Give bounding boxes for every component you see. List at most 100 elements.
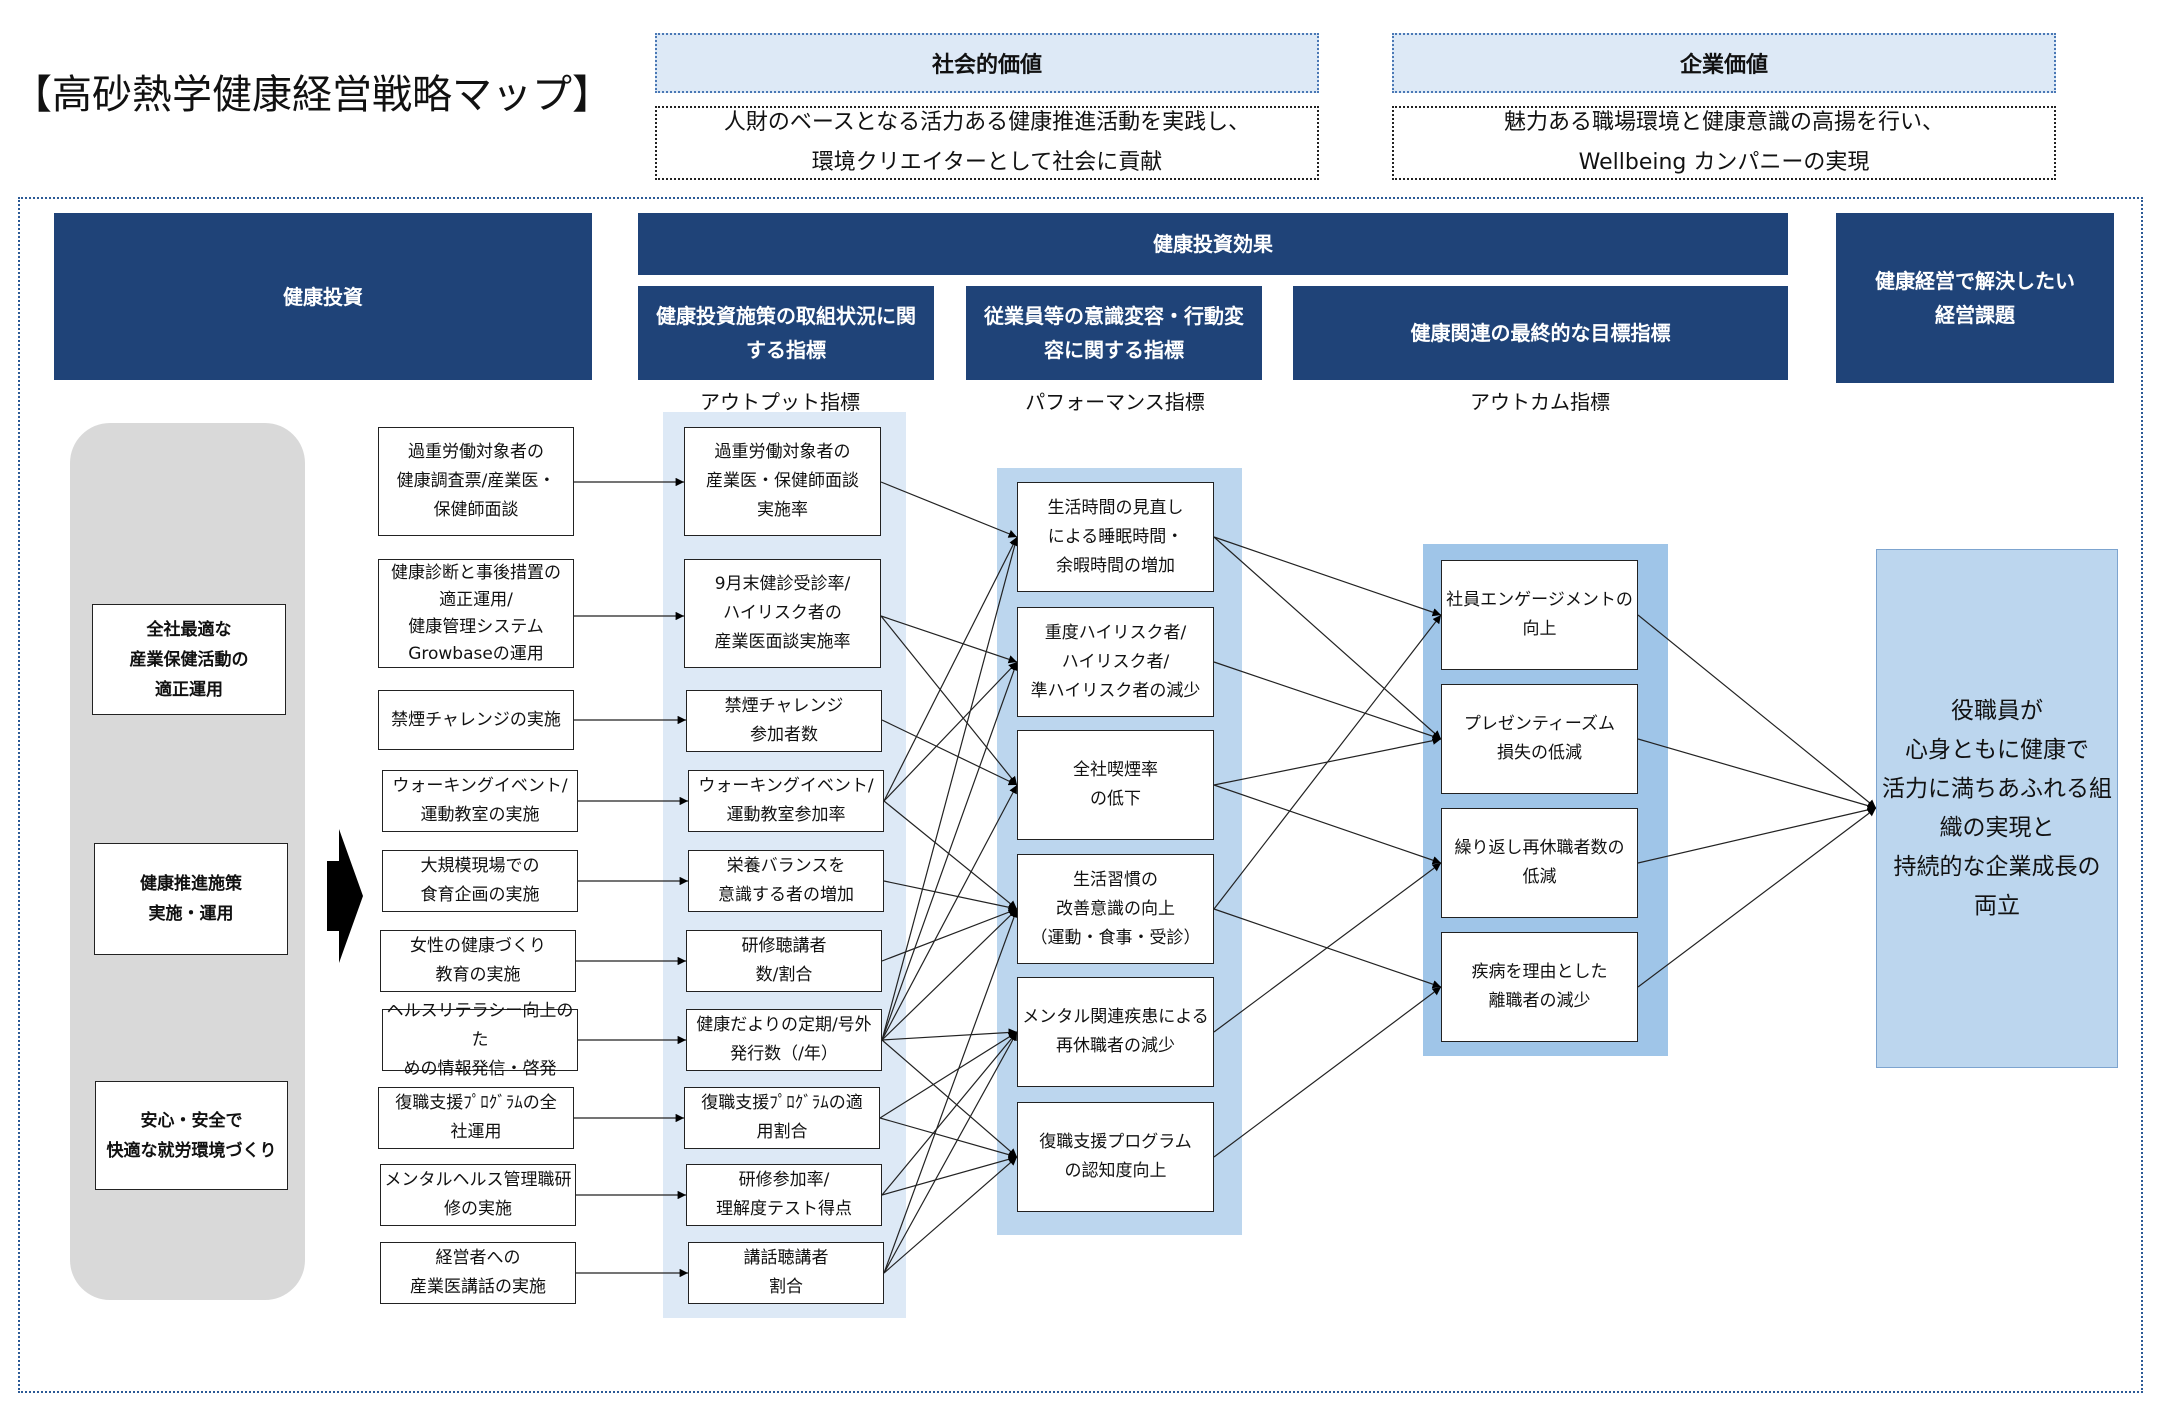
box-line: 割合 [769,1277,803,1297]
social-value-body: 人財のベースとなる活力ある健康推進活動を実践し、 環境クリエイターとして社会に貢… [655,106,1319,180]
connector-line [881,784,1018,1041]
page-title: 【高砂熱学健康経営戦略マップ】 [12,72,612,118]
goal-line: 持続的な企業成長の [1893,853,2101,880]
connector-line [881,1031,1018,1196]
box-line: による睡眠時間・ [1047,526,1184,547]
policy-box-occupational-health: 全社最適な 産業保健活動の 適正運用 [92,604,286,715]
box-line: プレゼンティーズム [1463,714,1616,734]
connector-line [883,908,1019,1274]
initiative-box: 禁煙チャレンジの実施 [378,690,574,750]
box-line: 教育の実施 [435,965,521,985]
connector-line [881,1039,1018,1158]
policy-line: 産業保健活動の [129,649,249,670]
connector-line [883,880,1018,912]
connector-line [1213,862,1442,1033]
corporate-value-label: 企業価値 [1679,53,1768,78]
policy-line: 実施・運用 [148,904,234,924]
box-line: 禁煙チャレンジ [724,696,844,716]
corporate-value-line: 魅力ある職場環境と健康意識の高揚を行い、 [1503,110,1944,135]
output-metric-box: 栄養バランスを意識する者の増加 [688,850,884,912]
connector-line [881,661,1019,1041]
header-output-metrics: 健康投資施策の取組状況に関 する指標 [638,286,934,380]
box-line: 健康診断と事後措置の [391,562,561,583]
goal-line: 心身ともに健康で [1905,736,2089,763]
output-metric-box: 研修聴講者数/割合 [686,930,882,992]
box-line: 運動教室の実施 [420,805,540,825]
header-line: 従業員等の意識変容・行動変 [984,304,1244,328]
box-line: メンタルヘルス管理職研 [384,1170,572,1190]
header-label: 健康投資 [283,284,363,309]
box-line: 疾病を理由とした [1471,962,1608,982]
box-line: 研修聴講者 [741,936,827,956]
box-line: 講話聴講者 [743,1248,829,1268]
policy-line: 快適な就労環境づくり [106,1140,277,1161]
outcome-metric-box: 社員エンゲージメントの向上 [1441,560,1638,670]
initiative-box: 女性の健康づくり教育の実施 [380,930,576,992]
corporate-value-line: Wellbeing カンパニーの実現 [1578,150,1870,175]
box-line: 用割合 [756,1122,808,1142]
box-line: 過重労働対象者の [714,442,851,462]
header-management-issue: 健康経営で解決したい 経営課題 [1836,213,2114,383]
connector-line [879,1117,1018,1159]
box-line: 経営者への [435,1248,521,1268]
outcome-metric-box: 疾病を理由とした離職者の減少 [1441,932,1638,1042]
box-line: 重度ハイリスク者/ [1044,622,1187,643]
box-line: 意識する者の増加 [718,885,854,905]
performance-metric-box: 全社喫煙率の低下 [1017,730,1214,840]
box-line: 食育企画の実施 [420,885,540,905]
box-line: メンタル関連疾患による [1022,1007,1209,1027]
initiative-box: 経営者への産業医講話の実施 [380,1242,576,1304]
flow-arrow-icon [327,829,363,963]
final-goal-box: 役職員が 心身ともに健康で 活力に満ちあふれる組 織の実現と 持続的な企業成長の… [1876,549,2118,1068]
social-value-line: 環境クリエイターとして社会に貢献 [811,150,1163,175]
goal-line: 織の実現と [1939,814,2055,841]
output-metric-box: 過重労働対象者の産業医・保健師面談実施率 [684,427,881,536]
box-line: めの情報発信・啓発 [403,1058,557,1079]
box-line: 数/割合 [755,965,813,985]
box-line: 理解度テスト得点 [716,1199,852,1219]
box-line: 社運用 [450,1122,502,1142]
outcome-metric-box: 繰り返し再休職者数の低減 [1441,808,1638,918]
box-line: 余暇時間の増加 [1056,555,1175,576]
connector-line [881,536,1019,1041]
header-line: 経営課題 [1935,303,2015,327]
outcome-metric-box: プレゼンティーズム損失の低減 [1441,684,1638,794]
box-line: ハイリスク者/ [1061,651,1170,672]
box-line: （運動・食事・受診） [1030,927,1201,948]
connector-line [880,615,1018,786]
box-line: 禁煙チャレンジの実施 [391,709,561,730]
box-line: 改善意識の向上 [1056,898,1175,919]
connector-line [880,481,1018,538]
connector-line [883,536,1018,802]
corporate-value-header: 企業価値 [1392,33,2056,93]
initiative-box: 大規模現場での食育企画の実施 [382,850,578,912]
box-line: 復職支援ﾌﾟﾛｸﾞﾗﾑの全 [395,1093,557,1113]
header-performance-metrics: 従業員等の意識変容・行動変 容に関する指標 [966,286,1262,380]
header-label: 健康投資効果 [1153,232,1273,256]
connector-line [881,1155,1018,1196]
initiative-box: 過重労働対象者の健康調査票/産業医・保健師面談 [378,427,574,536]
policy-line: 健康推進施策 [140,874,242,894]
box-line: の認知度向上 [1064,1161,1167,1181]
box-line: 大規模現場での [420,856,540,876]
performance-metric-box: 重度ハイリスク者/ハイリスク者/準ハイリスク者の減少 [1017,607,1214,717]
policy-box-safe-workplace: 安心・安全で 快適な就労環境づくり [95,1081,288,1190]
connector-line [881,1028,1018,1041]
output-metric-box: 健康だよりの定期/号外発行数（/年） [686,1009,882,1071]
box-line: 過重労働対象者の [408,442,544,462]
connector-line [879,1031,1018,1119]
box-line: 運動教室参加率 [726,805,846,825]
policy-line: 適正運用 [155,679,223,700]
connector-line [883,1031,1018,1274]
box-line: 健康調査票/産業医・ [396,471,556,491]
connector-line [1213,784,1442,865]
box-line: 復職支援ﾌﾟﾛｸﾞﾗﾑの適 [701,1093,863,1113]
box-line: 離職者の減少 [1488,991,1591,1011]
connector-line [1213,536,1442,617]
box-line: 女性の健康づくり [410,936,546,956]
header-line: 健康投資施策の取組状況に関 [656,304,916,328]
box-line: 社員エンゲージメントの [1446,590,1633,610]
header-line: する指標 [746,338,826,362]
connector-line [881,908,1018,1041]
output-metric-box: 9月末健診受診率/ハイリスク者の産業医面談実施率 [684,559,881,668]
